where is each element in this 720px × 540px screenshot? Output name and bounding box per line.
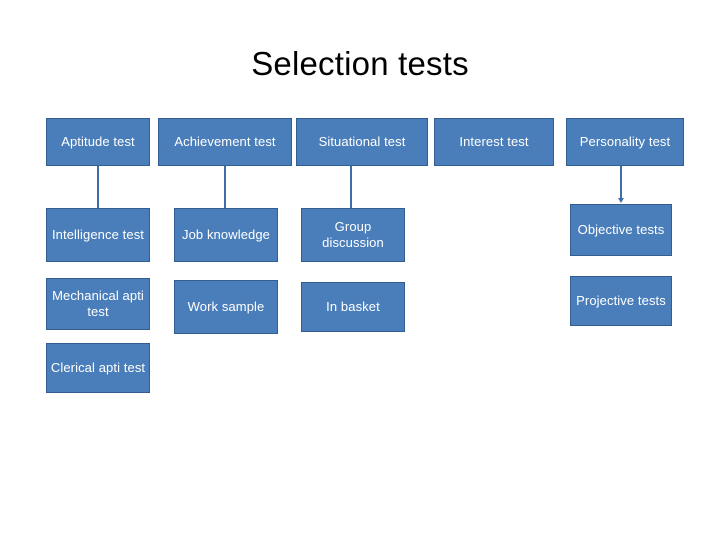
node-label: Personality test [579, 134, 671, 149]
node-achievement-test[interactable]: Achievement test [158, 118, 292, 166]
connector-achievement-to-job-knowledge [224, 166, 226, 208]
node-label: Objective tests [577, 222, 665, 237]
connector-aptitude-to-intelligence [97, 166, 99, 208]
connector-personality-to-objective [620, 166, 622, 199]
node-objective-tests[interactable]: Objective tests [570, 204, 672, 256]
node-label: Job knowledge [181, 227, 271, 242]
node-label: Intelligence test [51, 227, 145, 242]
node-work-sample[interactable]: Work sample [174, 280, 278, 334]
connector-situational-to-group-discussion [350, 166, 352, 208]
node-personality-test[interactable]: Personality test [566, 118, 684, 166]
node-job-knowledge[interactable]: Job knowledge [174, 208, 278, 262]
node-aptitude-test[interactable]: Aptitude test [46, 118, 150, 166]
node-label: Work sample [187, 299, 265, 314]
node-interest-test[interactable]: Interest test [434, 118, 554, 166]
node-intelligence-test[interactable]: Intelligence test [46, 208, 150, 262]
node-label: Interest test [459, 134, 529, 149]
node-label: Situational test [318, 134, 406, 149]
node-in-basket[interactable]: In basket [301, 282, 405, 332]
node-label: Group discussion [322, 219, 384, 250]
node-label: Projective tests [576, 293, 666, 308]
node-label: Achievement test [174, 134, 276, 149]
node-label: Clerical apti test [50, 360, 146, 375]
node-clerical-apti-test[interactable]: Clerical apti test [46, 343, 150, 393]
node-projective-tests[interactable]: Projective tests [570, 276, 672, 326]
page-title: Selection tests [251, 45, 469, 82]
node-group-discussion[interactable]: Group discussion [301, 208, 405, 262]
node-label: Mechanical apti test [52, 288, 144, 319]
node-label: In basket [326, 299, 380, 314]
node-mechanical-apti-test[interactable]: Mechanical apti test [46, 278, 150, 330]
node-situational-test[interactable]: Situational test [296, 118, 428, 166]
node-label: Aptitude test [61, 134, 135, 149]
